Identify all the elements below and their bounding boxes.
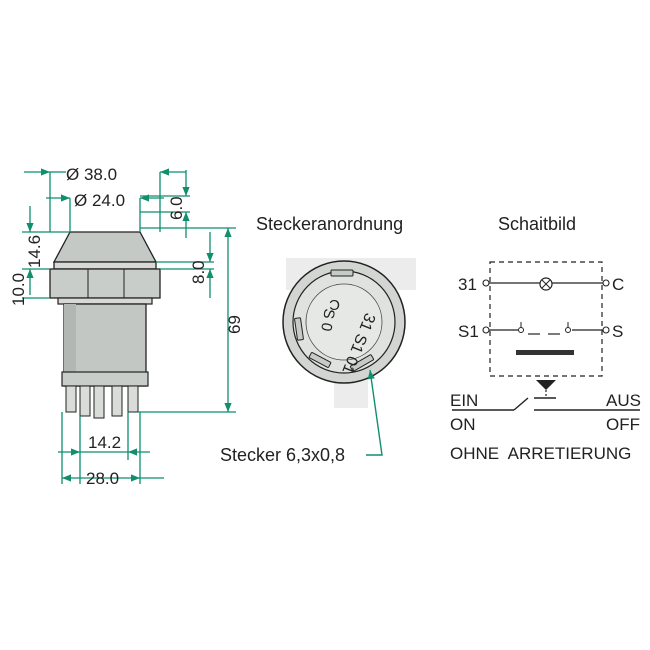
dimension-lines [22,168,236,484]
schematic-title: Schaitbild [498,214,576,234]
terminal-c-label: C [612,275,624,294]
dim-nut-height: 10.0 [9,273,28,306]
terminal-s1-label: S1 [458,322,479,341]
dim-total-height: 69 [225,315,244,334]
switch-terminals [65,385,139,419]
dim-nut-offset: 8.0 [189,260,208,284]
connector-marking-top: C [329,296,340,313]
connector-pins [294,269,375,372]
state-off-de: AUS [606,391,641,410]
state-on-en: ON [450,415,476,434]
terminal-c-dot [602,279,610,287]
terminal-s-label: S [612,322,623,341]
schematic: Schaitbild 31 C S1 S EIN ON [450,214,641,463]
dim-inner-diameter: Ø 24.0 [74,191,125,210]
dim-base-width: 28.0 [86,469,119,488]
connector-view-title: Steckeranordnung [256,214,403,234]
switch-side-view [49,231,161,419]
plug-callout-label: Stecker 6,3x0,8 [220,445,345,465]
dim-bezel-height: 6.0 [167,196,186,220]
dim-terminal-spacing: 14.2 [88,433,121,452]
dim-cap-height: 14.6 [25,235,44,268]
actuator-icon [536,380,556,390]
connector-view: Steckeranordnung C S 0 31 S1 01 Stecker … [220,214,416,465]
connector-marking-middle: S 0 [317,307,338,332]
state-off-en: OFF [606,415,640,434]
switch-nut [49,268,161,299]
state-on-de: EIN [450,391,478,410]
contact-bar [516,350,574,355]
schematic-footer: OHNE ARRETIERUNG [450,444,631,463]
terminal-31-label: 31 [458,275,477,294]
schematic-housing [489,261,603,377]
plug-callout-leader [366,369,383,456]
terminal-s1-dot [482,326,490,334]
terminal-s-dot [602,326,610,334]
dim-outer-diameter: Ø 38.0 [66,165,117,184]
switch-collar [53,261,157,270]
terminal-31-dot [482,279,490,287]
switch-cap [52,231,158,263]
